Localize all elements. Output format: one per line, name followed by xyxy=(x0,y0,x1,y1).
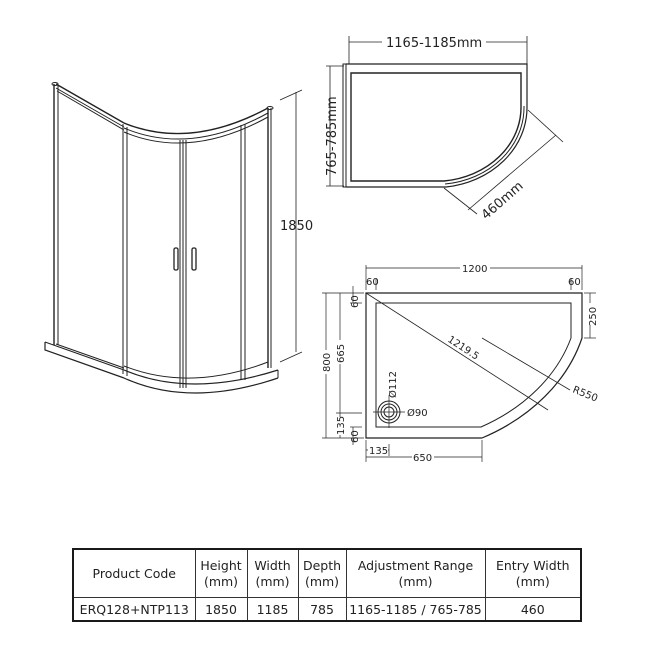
plan-view xyxy=(326,36,564,215)
technical-drawing: 1850 1165-1185mm 765-785mm 460mm xyxy=(44,34,599,464)
waste-inner-diameter-label: Ø90 xyxy=(407,407,428,419)
cell-entry-width: 460 xyxy=(484,597,582,622)
table-row: ERQ128+NTP113 1850 1185 785 1165-1185 / … xyxy=(72,597,582,622)
header-depth: Depth(mm) xyxy=(297,548,347,598)
cell-adjustment-range: 1165-1185 / 765-785 xyxy=(345,597,486,622)
header-width: Width(mm) xyxy=(246,548,299,598)
plan-width-label: 1165-1185mm xyxy=(386,36,482,51)
tray-bottom-margin-label: 60 xyxy=(350,430,361,443)
cell-height: 1850 xyxy=(194,597,248,622)
cell-product-code: ERQ128+NTP113 xyxy=(72,597,196,622)
table-header-row: Product Code Height(mm) Width(mm) Depth(… xyxy=(72,548,582,598)
tray-straight-bottom-label: 650 xyxy=(413,453,432,464)
plan-depth-label: 765-785mm xyxy=(325,96,340,176)
cell-width: 1185 xyxy=(246,597,299,622)
tray-waste-y-label: 135 xyxy=(336,416,347,435)
tray-radius-label: R550 xyxy=(571,385,599,405)
tray-waste-x-label: 135 xyxy=(369,446,388,457)
plan-entry-label: 460mm xyxy=(479,179,527,223)
tray-inner-depth-label: 665 xyxy=(336,344,347,363)
enclosure-3d-view xyxy=(44,82,303,394)
header-height: Height(mm) xyxy=(194,548,248,598)
header-adjustment-range: Adjustment Range(mm) xyxy=(345,548,486,598)
tray-right-straight-label: 250 xyxy=(588,307,599,326)
tray-view xyxy=(322,265,596,462)
header-product-code: Product Code xyxy=(72,548,196,598)
tray-top-margin-label: 60 xyxy=(350,295,361,308)
specification-table: Product Code Height(mm) Width(mm) Depth(… xyxy=(72,548,582,622)
cell-depth: 785 xyxy=(297,597,347,622)
waste-outer-diameter-label: Ø112 xyxy=(387,371,399,398)
tray-width-label: 1200 xyxy=(462,264,487,275)
tray-right-margin-label: 60 xyxy=(568,277,581,288)
tray-depth-label: 800 xyxy=(322,353,333,372)
header-entry-width: Entry Width(mm) xyxy=(484,548,582,598)
plan-width-label-bg xyxy=(382,34,486,50)
tray-dimension-labels: 1200 60 60 60 250 800 665 135 60 1219.5 … xyxy=(320,261,599,464)
tray-left-margin-label: 60 xyxy=(366,277,379,288)
height-dimension-label: 1850 xyxy=(280,219,313,234)
